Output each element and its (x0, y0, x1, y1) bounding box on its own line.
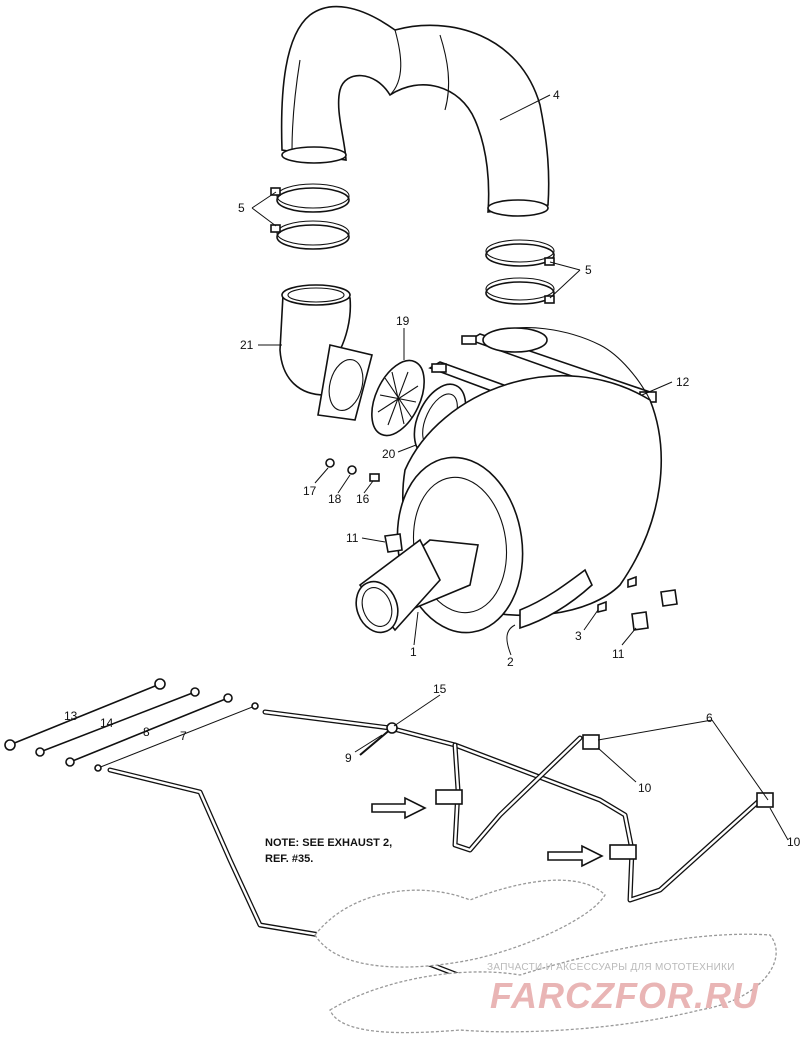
rods-set (4, 678, 259, 772)
note-line-1: NOTE: SEE EXHAUST 2, (265, 837, 392, 849)
muffler (355, 327, 662, 634)
spark-screen (371, 359, 425, 437)
callout-11-right: 11 (612, 647, 625, 661)
callout-6: 6 (706, 711, 713, 725)
callout-3: 3 (575, 629, 582, 643)
callout-21: 21 (240, 338, 254, 352)
callout-8: 8 (143, 725, 150, 739)
callout-4: 4 (553, 88, 560, 102)
elbow-pipe (279, 284, 373, 421)
hose-clamps-right (485, 239, 555, 305)
exhaust-ghost-outline (314, 879, 777, 1034)
hose-lines (107, 709, 774, 1025)
callout-15: 15 (433, 682, 447, 696)
direction-arrows (371, 796, 604, 868)
callout-17: 17 (303, 484, 317, 498)
heat-shield (519, 568, 593, 630)
note-line-2: REF. #35. (265, 853, 313, 865)
callout-10-middle: 10 (638, 781, 652, 795)
exhaust-u-pipe (280, 5, 550, 217)
callout-18: 18 (328, 492, 342, 506)
watermark-caption: ЗАПЧАСТИ И АКСЕССУАРЫ ДЛЯ МОТОТЕХНИКИ (487, 962, 735, 973)
callout-19: 19 (396, 314, 410, 328)
callout-12: 12 (676, 375, 690, 389)
small-hardware (325, 458, 678, 631)
callout-5-right: 5 (585, 263, 592, 277)
callout-20: 20 (382, 447, 396, 461)
callout-9: 9 (345, 751, 352, 765)
callout-16: 16 (356, 492, 370, 506)
callout-2: 2 (507, 655, 514, 669)
hose-clamps-left (270, 183, 350, 250)
callout-13: 13 (64, 709, 78, 723)
callout-5-left: 5 (238, 201, 245, 215)
callout-11-left: 11 (346, 531, 359, 545)
watermark-site: FARCZFOR.RU (490, 975, 759, 1016)
callout-7: 7 (180, 729, 187, 743)
callout-1: 1 (410, 645, 417, 659)
callout-10-right: 10 (787, 835, 800, 849)
leader-lines (251, 94, 789, 841)
callout-14: 14 (100, 716, 114, 730)
